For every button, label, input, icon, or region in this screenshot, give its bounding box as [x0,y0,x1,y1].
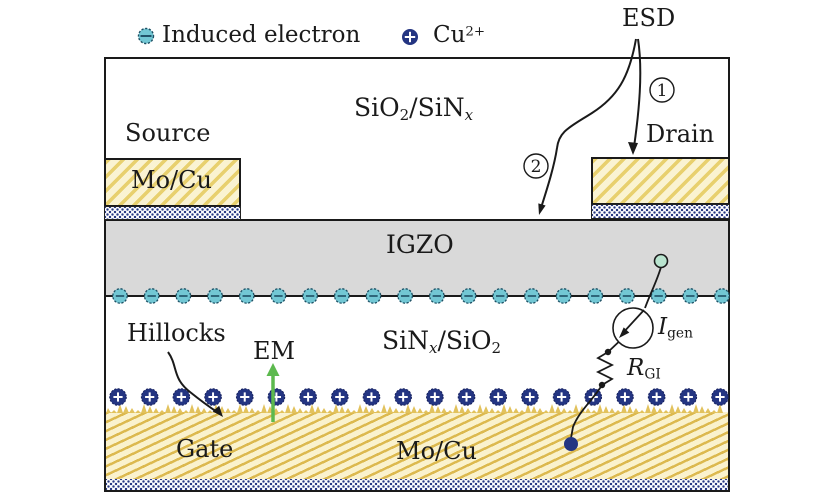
igzo-layer [106,219,728,297]
drain-barrier-layer [591,204,730,219]
current-source-arrowhead-icon [619,327,630,338]
hillock-spikes [106,404,728,413]
circled-number-1-text: 1 [657,81,668,101]
esd-path-1 [633,38,642,148]
gate-contact-dot [564,437,578,451]
induced-electron-row [112,288,730,304]
gate-insulator-label: SiNx/SiO2 [382,326,502,357]
esd-path-2-arrowhead-icon [538,203,546,215]
source-barrier-layer [104,206,241,220]
rgi-label: RGI [627,355,661,383]
substrate-layer [106,479,728,490]
hillocks-arrow [167,351,223,417]
wire-to-gate [570,384,603,439]
igen-label: Igen [658,314,693,342]
device-outline-box [104,57,730,492]
gate-metal-label: Mo/Cu [396,437,477,465]
passivation-label: SiO2/SiNx [354,93,474,124]
wire-node-to-source [644,266,662,309]
esd-path-1-arrowhead-icon [628,142,638,155]
em-arrow [266,363,280,422]
circled-number-1-icon [649,77,675,103]
source-label: Source [125,119,211,147]
legend-electron-label: Induced electron [162,22,361,48]
wire-dot-top [604,348,612,356]
gate-electrode-layer [106,412,728,479]
legend-cu-label: Cu2+ [433,22,486,48]
drain-electrode-layer [591,157,730,205]
legend-electron-icon [137,27,155,45]
esd-path-2 [540,38,637,209]
cu-ion-row [109,388,729,406]
em-arrowhead-icon [266,363,280,376]
hillocks-label: Hillocks [127,319,226,347]
source-metal-label: Mo/Cu [131,166,212,194]
current-source-circle [612,307,654,349]
circled-number-2-icon [523,153,549,179]
gate-label: Gate [176,435,234,463]
circled-number-2-text: 2 [531,157,542,177]
channel-node-circle [653,253,669,269]
hillocks-arrowhead-icon [212,405,223,417]
esd-label: ESD [622,4,676,32]
igzo-label: IGZO [386,230,454,259]
esd-arrows: 1 2 [523,38,675,215]
resistor-zigzag [595,351,615,386]
parasitic-circuit [564,253,669,451]
legend-cu-icon [402,29,418,45]
em-label: EM [253,337,296,365]
hillocks-arrow-line [167,351,218,413]
drain-label: Drain [646,120,715,148]
